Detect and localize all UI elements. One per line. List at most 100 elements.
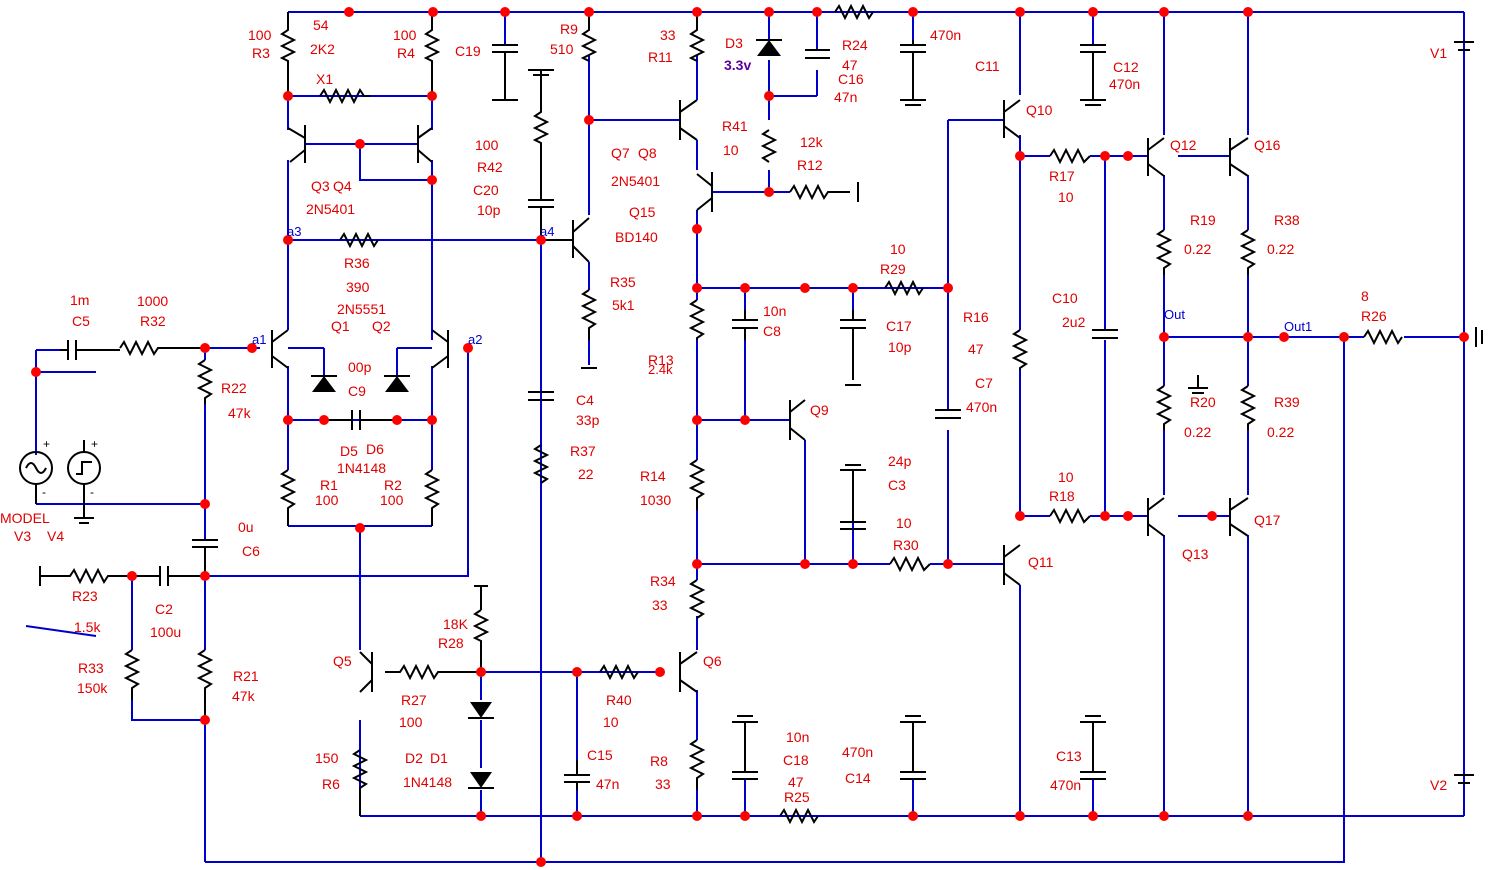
- r34-value: 33: [652, 597, 668, 613]
- c11-label: C11: [975, 58, 1000, 74]
- resistor-r1: [279, 469, 297, 526]
- r9-label: R9: [560, 21, 578, 37]
- resistor-r30: [889, 555, 931, 573]
- r37-value: 22: [578, 466, 594, 482]
- d1-label: D1: [430, 750, 448, 766]
- c4-value: 33p: [576, 412, 600, 428]
- r41-label: R41: [722, 118, 748, 134]
- q15-label: Q15: [629, 204, 656, 220]
- r3-label: R3: [252, 45, 270, 61]
- transistor-q10: [1003, 99, 1021, 139]
- transistor-q12: [1147, 137, 1165, 177]
- resistor-r17: [1049, 147, 1091, 165]
- resistor-r2: [423, 469, 441, 526]
- resistor-r29: [884, 279, 924, 297]
- resistor-r39: [1239, 385, 1257, 430]
- d12-type: 1N4148: [403, 774, 452, 790]
- capacitor-c3: [840, 464, 866, 530]
- c7-label: C7: [975, 375, 993, 391]
- resistor-r25: [779, 807, 819, 825]
- d2-label: D2: [405, 750, 423, 766]
- r6-label: R6: [322, 776, 340, 792]
- c5-label: C5: [72, 313, 90, 329]
- battery-v2: [1454, 774, 1474, 784]
- r8-value: 33: [655, 776, 671, 792]
- r30-value: 10: [896, 515, 912, 531]
- model-label: MODEL: [0, 510, 50, 526]
- c7-value: 470n: [966, 399, 997, 415]
- battery-v1: [1454, 41, 1474, 51]
- wires: [35, 11, 1465, 863]
- q5-label: Q5: [333, 653, 352, 669]
- c10-value: 2u2: [1062, 314, 1086, 330]
- v3-minus: -: [42, 485, 46, 499]
- q78-type: 2N5401: [611, 173, 660, 189]
- q17-label: Q17: [1254, 512, 1281, 528]
- r17-label: R17: [1049, 168, 1075, 184]
- v1-label: V1: [1430, 45, 1447, 61]
- step-source-v4: [67, 451, 101, 485]
- resistor-r34: [688, 579, 706, 619]
- r29-label: R29: [880, 261, 906, 277]
- r27-value: 100: [399, 714, 423, 730]
- transistor-q6: [679, 651, 698, 693]
- resistor-r22: [196, 359, 214, 404]
- resistor-r18: [1049, 507, 1091, 525]
- r11-value: 33: [660, 27, 676, 43]
- r39-label: R39: [1274, 394, 1300, 410]
- sine-wave-icon: [25, 462, 47, 474]
- q6-label: Q6: [703, 653, 722, 669]
- d3-value: 3.3v: [724, 57, 751, 73]
- capacitor-c5: [60, 340, 120, 360]
- capacitor-c7: [935, 409, 961, 419]
- ground-r20: [1188, 375, 1208, 394]
- resistor-r38: [1239, 229, 1257, 275]
- r22-value: 47k: [228, 405, 252, 421]
- r16-label: R16: [963, 309, 989, 325]
- transistor-q11: [1003, 544, 1021, 586]
- node-a4: a4: [540, 224, 554, 239]
- r14-label: R14: [640, 468, 666, 484]
- transistor-q5: [359, 651, 373, 693]
- r19-label: R19: [1190, 212, 1216, 228]
- r37-label: R37: [570, 443, 596, 459]
- c19-label: C19: [455, 43, 481, 59]
- r29-value: 10: [890, 241, 906, 257]
- r38-value: 0.22: [1267, 241, 1294, 257]
- r4-label: R4: [397, 45, 415, 61]
- v3-label: V3: [14, 528, 31, 544]
- r21-value: 47k: [232, 688, 256, 704]
- r18-label: R18: [1049, 488, 1075, 504]
- node-out1: Out1: [1284, 319, 1312, 334]
- r1-value: 100: [315, 492, 339, 508]
- v4-plus: +: [91, 437, 98, 451]
- q8-label: Q8: [638, 145, 657, 161]
- r21-label: R21: [233, 668, 259, 684]
- r17-value: 10: [1058, 189, 1074, 205]
- r36-label: R36: [344, 255, 370, 271]
- r14-value: 1030: [640, 492, 671, 508]
- r22-label: R22: [221, 380, 247, 396]
- r28-label: R28: [438, 635, 464, 651]
- transistor-q9: [789, 399, 806, 441]
- resistor-r19: [1155, 229, 1173, 275]
- transistor-q17: [1229, 497, 1249, 537]
- r33-value: 150k: [77, 680, 108, 696]
- r32-value: 1000: [137, 293, 168, 309]
- transistor-q4: [417, 125, 433, 163]
- c9-value: 00p: [348, 359, 372, 375]
- c10-label: C10: [1052, 290, 1078, 306]
- c14-label: C14: [845, 770, 871, 786]
- labels: 100 R3 54 2K2 X1 100 R4 C19 R9 510 33 R1…: [0, 17, 1447, 805]
- r25-value: 47: [788, 774, 804, 790]
- c4-label: C4: [576, 392, 594, 408]
- r24-label: R24: [842, 37, 868, 53]
- q12-label: Q12: [1170, 137, 1197, 153]
- node-a2: a2: [468, 332, 482, 347]
- r33-label: R33: [78, 660, 104, 676]
- d56-type: 1N4148: [337, 460, 386, 476]
- r35-label: R35: [610, 274, 636, 290]
- transistor-q7q8: [679, 99, 698, 141]
- v3-plus: +: [43, 437, 50, 451]
